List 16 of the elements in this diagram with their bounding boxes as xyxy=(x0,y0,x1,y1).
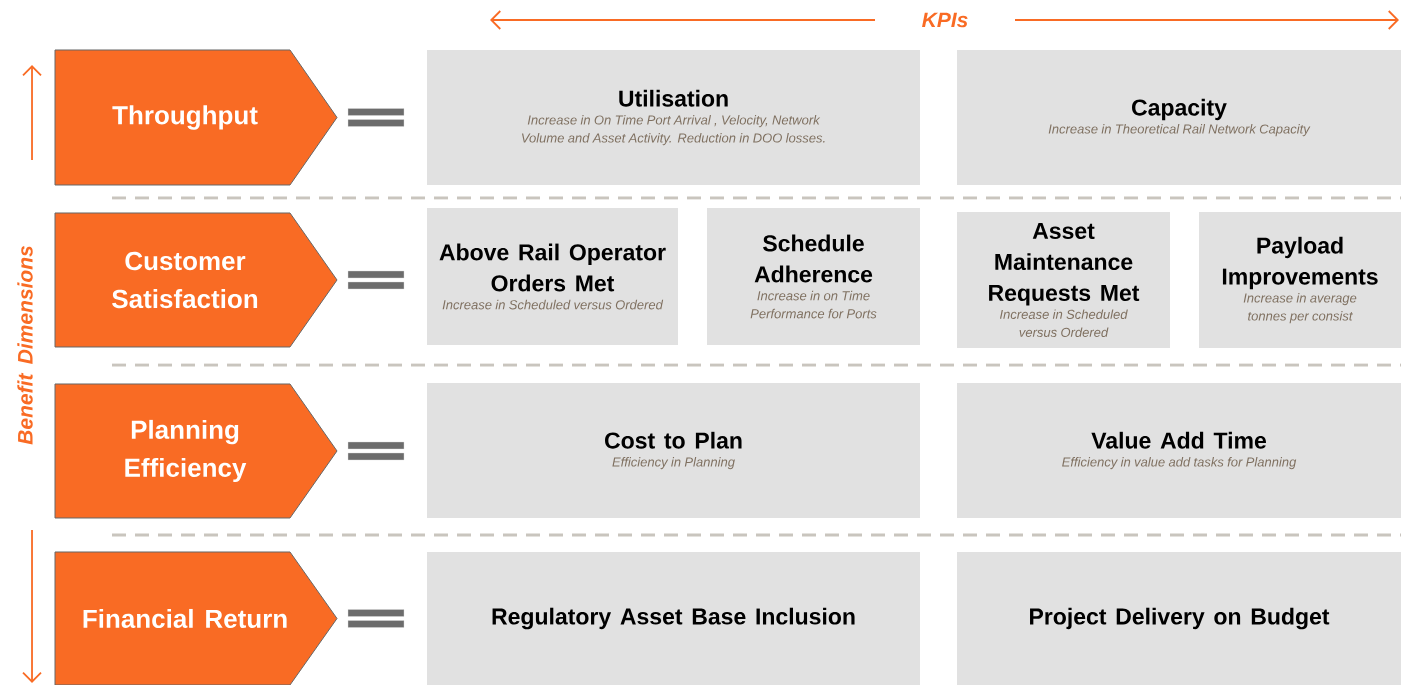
dimension-arrow-box: Financial Return xyxy=(54,551,338,685)
kpi-box: Utilisation Increase in On Time Port Arrival , Velocity, Network Volume and Asset Activity. Reduction in DOO losses. xyxy=(427,50,920,185)
kpi-box: Capacity Increase in Theoretical Rail Network Capacity xyxy=(957,50,1401,185)
axis-title: KPIs xyxy=(922,12,968,28)
axis-title: Benefit Dimensions xyxy=(17,245,33,445)
dimension-arrow-box: Customer Satisfaction xyxy=(54,212,338,348)
kpi-box: Asset Maintenance Requests Met Increase in Scheduled versus Ordered xyxy=(957,212,1170,348)
kpi-box: Value Add Time Efficiency in value add tasks for Planning xyxy=(957,383,1401,518)
kpi-box: Above Rail Operator Orders Met Increase in Scheduled versus Ordered xyxy=(427,208,678,345)
dimension-arrow-box: Planning Efficiency xyxy=(54,383,338,519)
kpi-box: Schedule Adherence Increase in on Time Performance for Ports xyxy=(707,208,920,345)
kpi-box: Cost to Plan Efficiency in Planning xyxy=(427,383,920,518)
kpi-box: Project Delivery on Budget xyxy=(957,552,1401,685)
kpi-box: Regulatory Asset Base Inclusion xyxy=(427,552,920,685)
dimension-arrow-box: Throughput xyxy=(54,49,338,186)
kpi-box: Payload Improvements Increase in average tonnes per consist xyxy=(1199,212,1401,348)
